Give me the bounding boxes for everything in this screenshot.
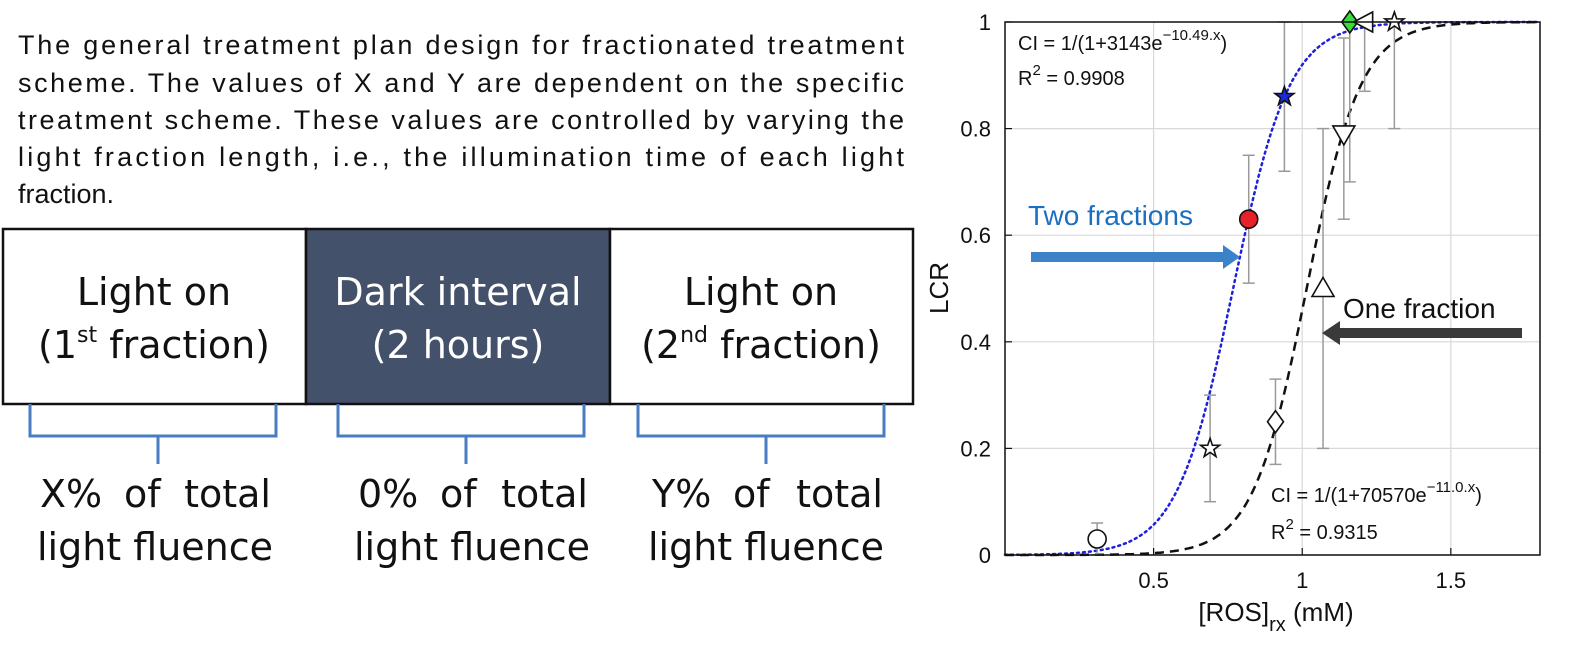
fit-1-eq-sup: −10.49.x [1163, 27, 1221, 44]
brace-2 [336, 404, 586, 464]
fit-2-eq-sup: −11.0.x [1427, 479, 1476, 496]
fluence-1-line-2: light fluence [37, 525, 273, 569]
y-tick-label: 0.6 [960, 223, 991, 248]
fit-2-equation: CI = 1/(1+70570e−11.0.x) [1271, 479, 1482, 507]
data-markers [1087, 9, 1407, 549]
grid [1005, 21, 1540, 556]
fluence-3-pct: Y% [651, 472, 711, 516]
data-point-circle [1087, 529, 1107, 549]
x-axis-label-main: [ROS] [1198, 597, 1269, 627]
plot-frame [1004, 21, 1541, 556]
box-2-line-1: Dark interval [334, 270, 581, 314]
fit-1-r2-sup: 2 [1032, 62, 1040, 79]
fit-1-r2-pre: R [1018, 68, 1032, 90]
caption-line-4: light fraction length, i.e., the illumin… [18, 142, 904, 172]
fit-2-eq-pre: CI = 1/(1+70570e [1271, 485, 1427, 507]
data-point-star [1272, 84, 1297, 107]
box-dark-interval [304, 227, 612, 406]
fluence-2-line-2: light fluence [354, 525, 590, 569]
fit-1-eq-post: ) [1221, 33, 1228, 55]
fit-1-eq-pre: CI = 1/(1+3143e [1018, 33, 1163, 55]
fit-2-r2-post: = 0.9315 [1294, 522, 1378, 544]
box-1-line-2-post: fraction) [97, 323, 270, 367]
axis-ticks: 0.5 1 1.5 0 0.2 0.4 0.6 0.8 1 [960, 10, 1466, 593]
fit-1-equation: CI = 1/(1+3143e−10.49.x) [1018, 27, 1227, 55]
fluence-1-of: of [124, 472, 162, 516]
brace-1 [28, 404, 278, 464]
box-2-line-2-pre: (2 hours) [372, 323, 545, 367]
fluence-2-pct: 0% [358, 472, 418, 516]
data-point-diamond [1266, 409, 1285, 435]
treatment-plan: Light on (1st fraction) Dark interval (2… [1, 227, 915, 569]
data-point-triangle-up [1310, 275, 1336, 298]
y-axis-label: LCR [924, 262, 954, 314]
y-tick-label: 0.4 [960, 330, 991, 355]
box-1-line-1: Light on [77, 270, 231, 314]
x-axis-label-unit: (mM) [1286, 597, 1354, 627]
fluence-1-pct: X% [40, 472, 102, 516]
x-tick-label: 1.5 [1436, 568, 1467, 593]
box-2-line-2: (2 hours) [372, 323, 545, 367]
x-tick-label: 1 [1296, 568, 1308, 593]
fluence-2-total: total [501, 472, 588, 516]
box-3-line-2-pre: (2 [641, 323, 680, 367]
box-3-line-2: (2nd fraction) [641, 323, 881, 367]
fit-2-r2-sup: 2 [1285, 516, 1293, 533]
arrow-one-fraction [1322, 321, 1522, 345]
x-tick-label: 0.5 [1138, 568, 1169, 593]
box-3-line-2-sup: nd [680, 323, 708, 348]
x-axis-label: [ROS]rx (mM) [1198, 597, 1353, 636]
fluence-3-of: of [733, 472, 771, 516]
fit-1-r2: R2 = 0.9908 [1018, 62, 1125, 90]
annotation-two-fractions: Two fractions [1028, 200, 1193, 231]
box-1-line-2-pre: (1 [38, 323, 77, 367]
fluence-2-of: of [440, 472, 478, 516]
y-tick-label: 0 [979, 543, 991, 568]
caption: The general treatment plan design for fr… [18, 30, 904, 209]
fit-curve-2 [1005, 20, 1540, 557]
box-light-on-2 [608, 227, 915, 406]
fit-2-r2: R2 = 0.9315 [1271, 516, 1378, 544]
annotation-one-fraction: One fraction [1343, 293, 1496, 324]
fit-2-eq-post: ) [1475, 485, 1482, 507]
fluence-1-total: total [184, 472, 271, 516]
fit-curve-1 [1003, 20, 1542, 557]
caption-line-3: treatment scheme. These values are contr… [18, 105, 904, 135]
box-1-line-2: (1st fraction) [38, 323, 270, 367]
caption-line-2: scheme. The values of X and Y are depend… [18, 68, 904, 98]
fluence-3-line-2: light fluence [648, 525, 884, 569]
arrow-two-fractions [1031, 245, 1240, 269]
y-tick-label: 1 [979, 10, 991, 35]
box-3-line-2-post: fraction) [708, 323, 881, 367]
x-axis-label-sub: rx [1269, 614, 1286, 636]
caption-line-1: The general treatment plan design for fr… [18, 30, 904, 60]
data-point-star [1198, 435, 1222, 459]
fit-1-r2-post: = 0.9908 [1041, 68, 1125, 90]
fit-2-r2-pre: R [1271, 522, 1285, 544]
lcr-chart: 0.5 1 1.5 0 0.2 0.4 0.6 0.8 1 LCR [ROS]rx (mM) C… [924, 9, 1542, 636]
y-tick-label: 0.2 [960, 436, 991, 461]
caption-line-5: fraction. [18, 179, 114, 209]
fluence-3-total: total [796, 472, 883, 516]
box-light-on-1 [1, 227, 308, 406]
box-3-line-1: Light on [684, 270, 838, 314]
y-tick-label: 0.8 [960, 117, 991, 142]
fit-curves [1003, 20, 1542, 557]
data-point-circle [1238, 209, 1259, 230]
box-1-line-2-sup: st [77, 323, 97, 348]
data-point-star [1382, 9, 1407, 33]
data-point-triangle-down [1331, 125, 1357, 147]
brace-3 [636, 404, 886, 464]
